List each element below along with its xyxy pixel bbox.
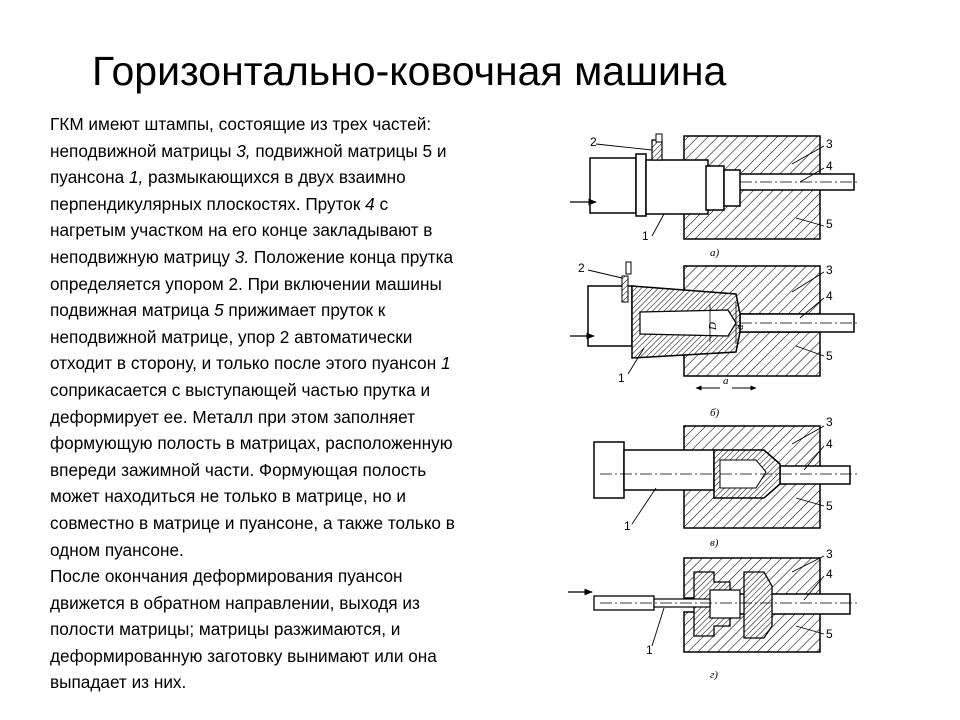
body-text-line: деформирует ее. Металл при этом заполняе…	[50, 404, 550, 431]
callout-1: 1	[618, 371, 625, 385]
caption-b: б)	[710, 407, 720, 419]
body-text-italic: 4	[365, 193, 375, 214]
body-text-run: отходит в сторону, и только после этого …	[50, 353, 441, 374]
stage-d-diagram: 3 4 5 1 г)	[568, 547, 860, 681]
body-text-line: может находиться не только в матрице, но…	[50, 483, 550, 510]
body-text-line: впереди зажимной части. Формующая полост…	[50, 457, 550, 484]
body-text-run: совместно в матрице и пуансоне, а также …	[50, 512, 455, 533]
caption-a: а)	[710, 247, 720, 259]
body-text-run: перпендикулярных плоскостях. Пруток	[50, 193, 366, 214]
callout-2: 2	[578, 261, 585, 275]
body-text-run: впереди зажимной части. Формующая полост…	[50, 459, 427, 480]
callout-5: 5	[826, 349, 833, 363]
slide-title: Горизонтально-ковочная машина	[92, 48, 727, 94]
body-text-run: деформирует ее. Металл при этом заполняе…	[50, 406, 415, 427]
body-text-run: подвижная матрица	[50, 300, 215, 321]
body-text-run: движется в обратном направлении, выходя …	[50, 592, 420, 613]
body-text-run: с	[374, 193, 389, 214]
body-text-run: определяется упором 2. При включении маш…	[50, 273, 442, 294]
body-text-line: одном пуансоне.	[50, 537, 550, 564]
callout-5: 5	[826, 627, 833, 641]
body-text-line: подвижная матрица 5 прижимает пруток к	[50, 297, 550, 324]
body-text-run: Положение конца прутка	[249, 246, 454, 267]
body-text-run: может находиться не только в матрице, но…	[50, 486, 406, 507]
callout-4: 4	[826, 289, 833, 303]
body-text-line: неподвижной матрице, упор 2 автоматическ…	[50, 324, 550, 351]
body-text-run: выпадает из них.	[50, 672, 187, 693]
body-text-line: перпендикулярных плоскостях. Пруток 4 с	[50, 191, 550, 218]
body-text-run: неподвижной матрицы	[50, 140, 237, 161]
body-text: ГКМ имеют штампы, состоящие из трех част…	[50, 111, 550, 696]
body-text-line: формующую полость в матрицах, расположен…	[50, 430, 550, 457]
body-text-line: неподвижной матрицы 3, подвижной матрицы…	[50, 138, 550, 165]
body-text-italic: 3.	[234, 246, 250, 267]
dim-d: d	[734, 324, 746, 330]
body-text-run: полости матрицы; матрицы разжимаются, и	[50, 619, 401, 640]
callout-4: 4	[826, 159, 833, 173]
body-text-run: формующую полость в матрицах, расположен…	[50, 433, 453, 454]
body-text-line: После окончания деформирования пуансон	[50, 563, 550, 590]
callout-4: 4	[826, 437, 833, 451]
body-text-run: ГКМ имеют штампы, состоящие из трех част…	[50, 114, 432, 134]
gkm-die-stages-figure: 2 3 4 5 1 а) D	[560, 126, 880, 710]
body-text-run: одном пуансоне.	[50, 539, 184, 560]
stage-b-diagram: D d a 2 3 4 5 1 б)	[570, 261, 860, 419]
body-text-line: полости матрицы; матрицы разжимаются, и	[50, 616, 550, 643]
body-text-line: пуансона 1, размыкающихся в двух взаимно	[50, 164, 550, 191]
body-text-line: соприкасается с выступающей частью прутк…	[50, 377, 550, 404]
body-text-run: подвижной матрицы 5 и	[250, 140, 447, 161]
body-text-line: нагретым участком на его конце закладыва…	[50, 217, 550, 244]
callout-3: 3	[826, 547, 833, 561]
body-text-run: неподвижной матрице, упор 2 автоматическ…	[50, 326, 413, 347]
body-text-run: неподвижную матрицу	[50, 246, 235, 267]
stage-c-diagram: 3 4 5 1 в)	[593, 415, 860, 549]
body-text-italic: 3,	[236, 140, 251, 161]
callout-5: 5	[826, 499, 833, 513]
dim-a: a	[723, 375, 729, 387]
body-text-line: ГКМ имеют штампы, состоящие из трех част…	[50, 111, 550, 138]
body-text-line: движется в обратном направлении, выходя …	[50, 590, 550, 617]
body-text-line: деформированную заготовку вынимают или о…	[50, 643, 550, 670]
body-text-run: соприкасается с выступающей частью прутк…	[50, 379, 431, 400]
callout-1: 1	[642, 229, 649, 243]
stage-a-diagram: 2 3 4 5 1 а)	[570, 133, 860, 259]
body-text-run: прижимает пруток к	[223, 300, 386, 321]
body-text-run: После окончания деформирования пуансон	[50, 566, 403, 587]
caption-c: в)	[710, 537, 719, 549]
body-text-run: пуансона	[50, 167, 129, 188]
callout-1: 1	[646, 643, 653, 657]
callout-4: 4	[826, 567, 833, 581]
body-text-run: деформированную заготовку вынимают или о…	[50, 645, 437, 666]
body-text-run: размыкающихся в двух взаимно	[143, 167, 406, 188]
callout-5: 5	[826, 217, 833, 231]
caption-d: г)	[710, 669, 718, 681]
callout-1: 1	[624, 519, 631, 533]
body-text-italic: 5	[214, 300, 224, 321]
body-text-line: определяется упором 2. При включении маш…	[50, 271, 550, 298]
body-text-italic: 1	[441, 353, 451, 374]
body-text-line: неподвижную матрицу 3. Положение конца п…	[50, 244, 550, 271]
dim-D: D	[707, 322, 719, 331]
body-text-line: отходит в сторону, и только после этого …	[50, 350, 550, 377]
callout-3: 3	[826, 263, 833, 277]
body-text-italic: 1,	[128, 167, 144, 188]
body-text-run: нагретым участком на его конце закладыва…	[50, 220, 433, 241]
callout-3: 3	[826, 415, 833, 429]
callout-2: 2	[590, 135, 597, 149]
callout-3: 3	[826, 137, 833, 151]
body-text-line: совместно в матрице и пуансоне, а также …	[50, 510, 550, 537]
body-text-line: выпадает из них.	[50, 669, 550, 696]
